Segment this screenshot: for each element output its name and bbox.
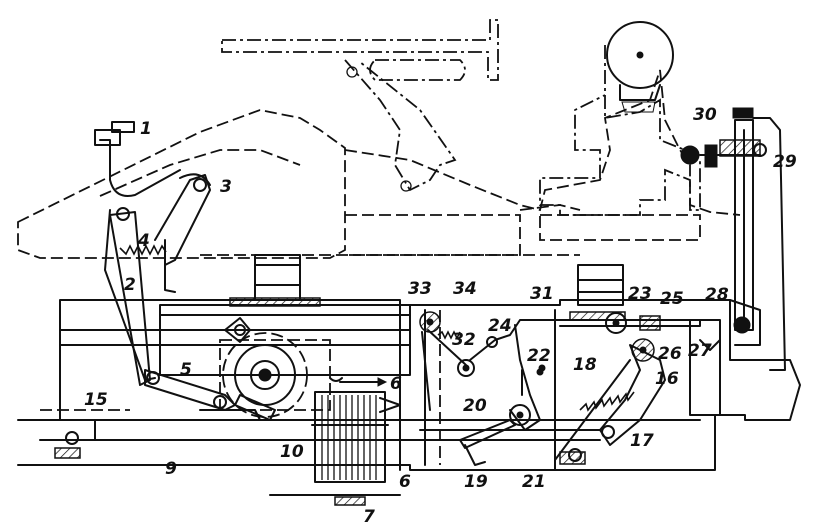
label-25: 25 (660, 289, 684, 309)
central-drum (219, 317, 401, 421)
label-32: 32 (452, 330, 476, 350)
label-21: 21 (522, 472, 546, 492)
upper-lever-dashdot (221, 19, 499, 192)
label-5: 5 (180, 360, 192, 380)
label-7: 7 (363, 507, 375, 527)
label-10: 10 (280, 442, 304, 462)
label-28: 28 (705, 285, 729, 305)
card-stack (269, 391, 401, 506)
callout-labels: 1 2 3 4 5 6 6 7 9 10 15 16 17 18 19 20 2… (84, 105, 797, 527)
label-22: 22 (527, 346, 551, 366)
label-20: 20 (463, 396, 487, 416)
label-33: 33 (408, 279, 432, 299)
label-1: 1 (140, 119, 152, 139)
support-posts (229, 254, 626, 321)
right-rod-assembly (680, 107, 786, 371)
direction-arrow (329, 377, 401, 413)
label-26: 26 (658, 344, 682, 364)
middle-mechanism (419, 311, 701, 466)
label-27: 27 (688, 341, 712, 361)
label-3: 3 (220, 177, 232, 197)
label-9: 9 (165, 459, 177, 479)
label-6-arrow: 6 (390, 374, 402, 394)
upper-housing-dashed (17, 69, 741, 259)
label-31: 31 (530, 284, 554, 304)
label-18: 18 (573, 355, 597, 375)
label-16: 16 (655, 369, 679, 389)
right-lower-mechanism (554, 312, 721, 461)
left-lever-assembly (94, 121, 236, 411)
label-23: 23 (628, 284, 652, 304)
label-15: 15 (84, 390, 108, 410)
label-24: 24 (488, 316, 512, 336)
label-2: 2 (124, 275, 136, 295)
label-34: 34 (453, 279, 477, 299)
label-17: 17 (630, 431, 654, 451)
label-30: 30 (693, 105, 717, 125)
slide-bar (40, 409, 261, 441)
upper-right-block (539, 21, 701, 216)
label-29: 29 (773, 152, 797, 172)
label-4: 4 (137, 231, 150, 251)
label-6-bottom: 6 (399, 472, 411, 492)
label-19: 19 (464, 472, 488, 492)
